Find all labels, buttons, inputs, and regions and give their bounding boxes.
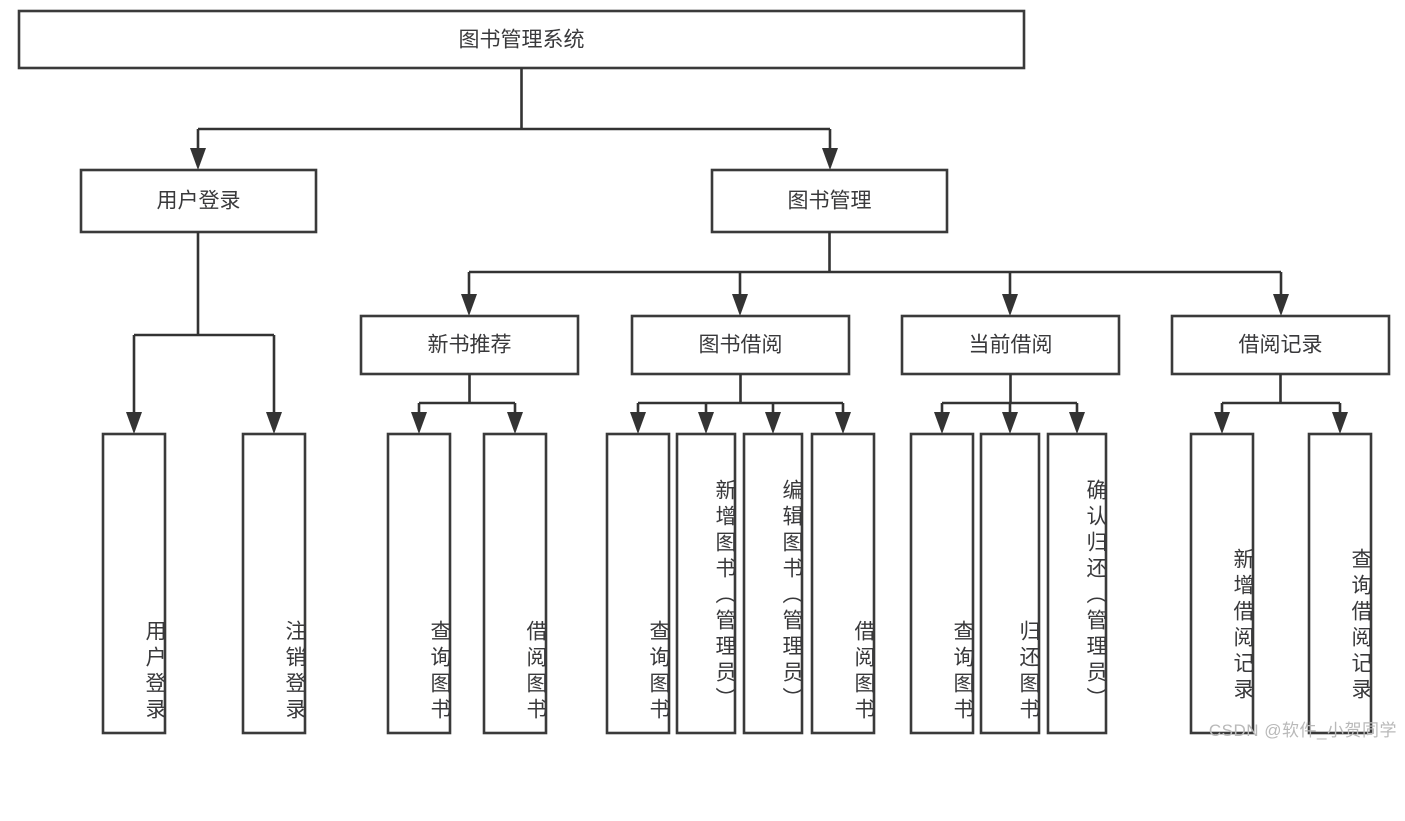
arrow-head-icon	[765, 412, 781, 434]
node-new-book-recommend-box[interactable]	[359, 314, 580, 376]
arrow-head-icon	[1332, 412, 1348, 434]
leaf-box-borrow-book-rec[interactable]	[482, 432, 548, 735]
node-current-borrow[interactable]: 当前借阅	[900, 314, 1121, 376]
node-root-label: 图书管理系统	[459, 29, 585, 52]
connector-current-borrow-to-leaves	[934, 374, 1085, 434]
arrow-head-icon	[190, 148, 206, 170]
leaf-box-return-book[interactable]	[979, 432, 1041, 735]
arrow-head-icon	[1002, 412, 1018, 434]
arrow-head-icon	[934, 412, 950, 434]
node-book-management[interactable]: 图书管理	[710, 168, 949, 234]
node-user-login-label: 用户登录	[157, 190, 241, 213]
connector-book-management-to-level3	[461, 232, 1289, 316]
node-new-book-recommend-label: 新书推荐	[428, 334, 512, 357]
arrow-head-icon	[1273, 294, 1289, 316]
node-borrow-record[interactable]: 借阅记录	[1170, 314, 1391, 376]
node-current-borrow-box[interactable]	[900, 314, 1121, 376]
arrow-head-icon	[1069, 412, 1085, 434]
arrow-head-icon	[266, 412, 282, 434]
arrow-head-icon	[507, 412, 523, 434]
arrow-head-icon	[126, 412, 142, 434]
connector-user-login-to-leaves	[126, 232, 282, 434]
arrow-head-icon	[1214, 412, 1230, 434]
connector-root-to-level2	[190, 68, 838, 170]
leaf-box-query-book-current[interactable]	[909, 432, 975, 735]
node-book-borrow-label: 图书借阅	[699, 334, 783, 357]
leaf-box-edit-book-admin[interactable]	[742, 432, 804, 735]
connector-borrow-record-to-leaves	[1214, 374, 1348, 434]
arrow-head-icon	[698, 412, 714, 434]
leaf-box-add-book-admin[interactable]	[675, 432, 737, 735]
csdn-watermark: CSDN @软件_小贺同学	[1208, 721, 1397, 740]
node-root[interactable]: 图书管理系统	[17, 9, 1026, 70]
node-user-login-box[interactable]	[79, 168, 318, 234]
arrow-head-icon	[732, 294, 748, 316]
leaf-box-query-book-borrow[interactable]	[605, 432, 671, 735]
leaf-box-query-book-rec[interactable]	[386, 432, 452, 735]
connector-new-book-recommend-to-leaves	[411, 374, 523, 434]
arrow-head-icon	[461, 294, 477, 316]
diagram-canvas: 图书管理系统 用户登录 图书管理	[17, 9, 1391, 735]
leaf-box-add-borrow-record[interactable]	[1189, 432, 1255, 735]
leaf-box-query-borrow-record[interactable]	[1307, 432, 1373, 735]
arrow-head-icon	[630, 412, 646, 434]
node-current-borrow-label: 当前借阅	[969, 334, 1053, 357]
node-new-book-recommend[interactable]: 新书推荐	[359, 314, 580, 376]
node-book-management-label: 图书管理	[788, 190, 872, 213]
node-root-box[interactable]	[17, 9, 1026, 70]
arrow-head-icon	[1002, 294, 1018, 316]
leaf-box-logout[interactable]	[241, 432, 307, 735]
node-user-login[interactable]: 用户登录	[79, 168, 318, 234]
leaf-box-confirm-return-admin[interactable]	[1046, 432, 1108, 735]
arrow-head-icon	[835, 412, 851, 434]
node-book-borrow[interactable]: 图书借阅	[630, 314, 851, 376]
node-borrow-record-label: 借阅记录	[1239, 334, 1323, 357]
leaf-box-borrow-book[interactable]	[810, 432, 876, 735]
connector-book-borrow-to-leaves	[630, 374, 851, 434]
arrow-head-icon	[411, 412, 427, 434]
system-structure-diagram: 图书管理系统 用户登录 图书管理	[17, 9, 1397, 740]
leaf-box-user-login[interactable]	[101, 432, 167, 735]
arrow-head-icon	[822, 148, 838, 170]
